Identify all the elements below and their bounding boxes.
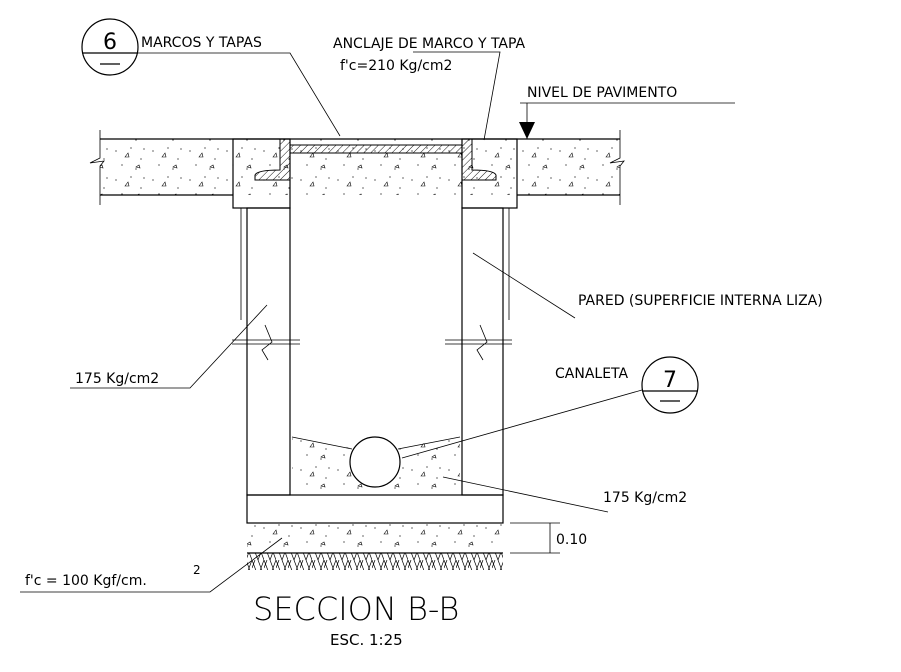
break-line-left <box>89 130 105 205</box>
leader-marcos <box>138 52 341 137</box>
pavement-slab <box>89 130 625 205</box>
base-strength-superscript: 2 <box>193 563 201 577</box>
detail-7-bubble <box>641 356 699 414</box>
base-strength-label: f'c = 100 Kgf/cm. <box>25 573 147 589</box>
wall-break-right <box>445 324 512 361</box>
lean-concrete-base <box>247 523 503 553</box>
leader-base <box>20 537 283 593</box>
wall-break-left <box>232 324 300 361</box>
dimension-base: 0.10 <box>510 522 587 554</box>
wall-strength-label: 175 Kg/cm2 <box>75 371 159 387</box>
frame-and-lid <box>254 138 497 181</box>
detail-6-bubble <box>81 18 139 76</box>
leader-floor <box>442 476 609 513</box>
nivel-label: NIVEL DE PAVIMENTO <box>527 85 677 101</box>
detail-7-number: 7 <box>663 368 677 393</box>
leader-anclaje <box>413 51 501 141</box>
canaleta-label: CANALETA <box>555 366 629 382</box>
marcos-label: MARCOS Y TAPAS <box>141 35 262 51</box>
pipe-channel <box>349 436 401 488</box>
pared-label: PARED (SUPERFICIE INTERNA LIZA) <box>578 293 823 309</box>
leader-wall <box>70 304 268 389</box>
anclaje-label: ANCLAJE DE MARCO Y TAPA <box>333 36 526 52</box>
bottom-slab <box>246 494 504 524</box>
section-title: SECCION B-B <box>253 590 459 628</box>
dimension-label: 0.10 <box>556 532 587 548</box>
leader-pared <box>472 252 576 319</box>
floor-strength-label: 175 Kg/cm2 <box>603 490 687 506</box>
leader-canaleta <box>401 389 643 459</box>
anclaje-strength: f'c=210 Kg/cm2 <box>340 58 452 74</box>
detail-6-number: 6 <box>103 30 117 55</box>
canaleta-fill <box>291 436 461 495</box>
soil-hatch <box>247 553 503 570</box>
level-marker-icon <box>519 122 535 139</box>
section-scale: ESC. 1:25 <box>330 631 403 649</box>
break-line-right <box>609 130 625 205</box>
